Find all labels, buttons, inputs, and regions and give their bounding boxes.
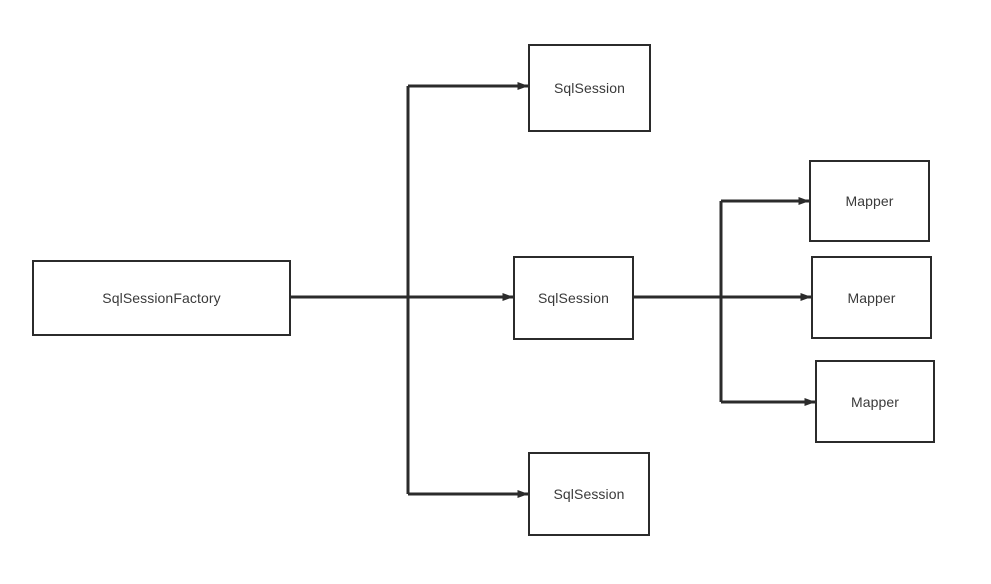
node-mapper-bottom[interactable]: Mapper	[815, 360, 935, 443]
node-mapper-middle[interactable]: Mapper	[811, 256, 932, 339]
node-label: SqlSessionFactory	[102, 290, 221, 306]
node-sqlsession-top[interactable]: SqlSession	[528, 44, 651, 132]
node-label: Mapper	[845, 193, 894, 209]
node-label: Mapper	[847, 289, 896, 306]
node-sqlsessionfactory[interactable]: SqlSessionFactory	[32, 260, 291, 336]
node-sqlsession-middle[interactable]: SqlSession	[513, 256, 634, 340]
node-label: SqlSession	[553, 80, 626, 96]
node-label: SqlSession	[537, 290, 610, 306]
node-mapper-top[interactable]: Mapper	[809, 160, 930, 242]
node-sqlsession-bottom[interactable]: SqlSession	[528, 452, 650, 536]
node-label: SqlSession	[553, 486, 625, 502]
node-label: Mapper	[850, 393, 900, 410]
